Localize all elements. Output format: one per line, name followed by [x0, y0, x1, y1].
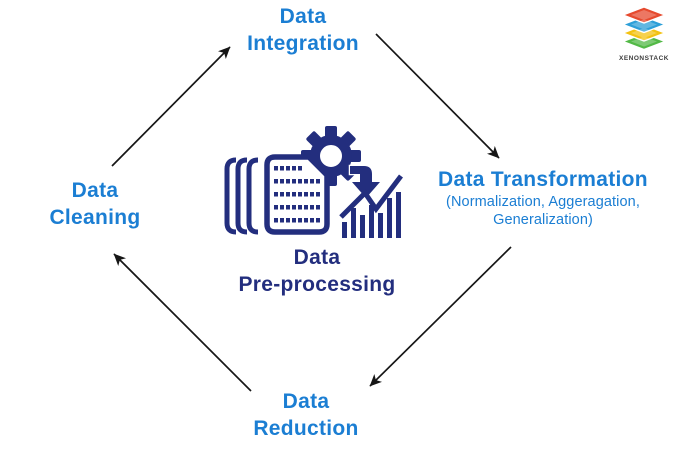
node-label: Cleaning [49, 206, 141, 229]
node-label: Integration [247, 32, 359, 55]
center-title-line: Data [293, 246, 341, 269]
node-data-reduction: Data Reduction [226, 388, 386, 442]
xenonstack-logo: XENONSTACK [616, 5, 672, 62]
node-sublabel: (Normalization, Aggeragation, [446, 194, 640, 210]
data-preprocessing-icon [224, 126, 403, 238]
down-arrow-icon [348, 164, 383, 200]
arrow-reduction-to-cleaning [113, 253, 252, 392]
arrow-transformation-to-reduction [369, 246, 512, 387]
center-title-line: Pre-processing [238, 273, 396, 296]
node-data-transformation: Data Transformation (Normalization, Agge… [413, 166, 673, 229]
node-sublabel: Generalization) [493, 212, 593, 228]
node-label: Data [279, 5, 327, 28]
document-data-rows [274, 166, 320, 223]
node-label: Data Transformation [438, 168, 648, 191]
bar-chart-icon [339, 174, 403, 238]
stacked-pages-icon [224, 157, 259, 235]
document-icon [264, 154, 330, 235]
node-data-cleaning: Data Cleaning [15, 177, 175, 231]
node-label: Reduction [253, 417, 359, 440]
arrow-cleaning-to-integration [111, 46, 231, 167]
node-data-integration: Data Integration [213, 3, 393, 57]
node-label: Data [71, 179, 119, 202]
center-title: Data Pre-processing [237, 244, 397, 298]
brand-name: XENONSTACK [618, 55, 670, 62]
arrow-integration-to-transformation [375, 33, 500, 159]
xenonstack-logo-icon [621, 6, 667, 51]
node-label: Data [282, 390, 330, 413]
